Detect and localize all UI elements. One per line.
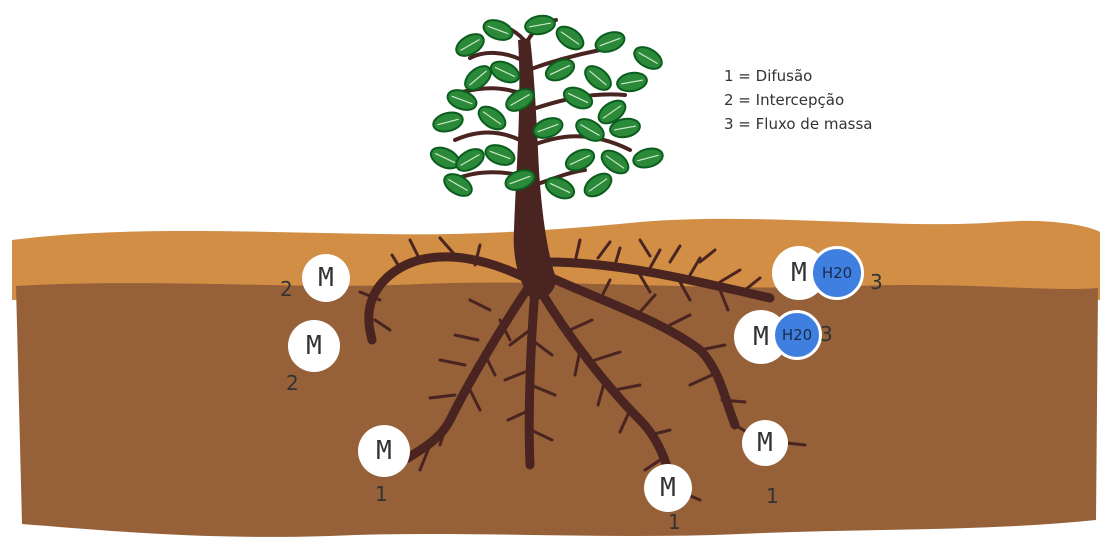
nutrient-marker-interception-mid: M	[288, 320, 340, 372]
nutrient-marker-diffusion-left: M	[358, 425, 410, 477]
nutrient-marker-diffusion-center: M	[644, 464, 692, 512]
nutrient-marker-interception-top: M	[302, 254, 350, 302]
mechanism-number-diffusion-left: 1	[375, 484, 388, 504]
mechanism-number-interception-top: 2	[280, 279, 293, 299]
legend-item-interceptacao: 2 = Intercepção	[724, 88, 872, 112]
leaves	[428, 14, 666, 203]
mechanism-number-diffusion-center: 1	[668, 512, 681, 532]
mechanism-number-mass-flow-top: 3	[870, 272, 883, 292]
mechanism-number-diffusion-right: 1	[766, 486, 779, 506]
mechanism-number-interception-mid: 2	[286, 373, 299, 393]
nutrient-marker-diffusion-right: M	[742, 420, 788, 466]
legend: 1 = Difusão 2 = Intercepção 3 = Fluxo de…	[724, 64, 872, 136]
water-marker-mass-flow-top: H20	[810, 246, 864, 300]
legend-item-difusao: 1 = Difusão	[724, 64, 872, 88]
water-marker-mass-flow-bottom: H20	[772, 310, 822, 360]
legend-item-fluxo-de-massa: 3 = Fluxo de massa	[724, 112, 872, 136]
mechanism-number-mass-flow-bottom: 3	[820, 324, 833, 344]
